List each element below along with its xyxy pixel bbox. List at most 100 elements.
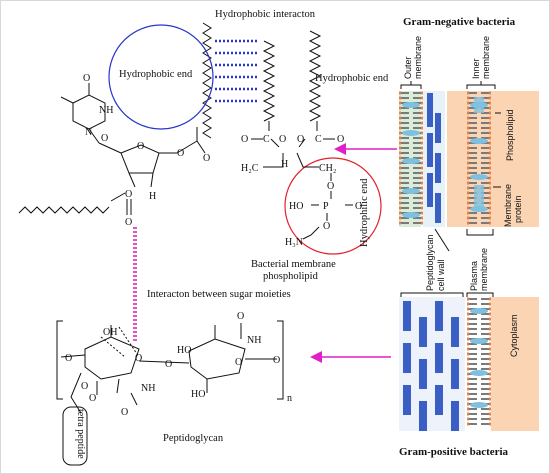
lipid-head — [467, 422, 469, 426]
lipid-head — [467, 387, 469, 391]
lipid-head — [489, 216, 491, 220]
membrane-protein — [470, 308, 488, 314]
lipid-head — [467, 372, 469, 376]
pg-hydroxyl-3: HO — [191, 389, 205, 400]
lipid-head — [399, 171, 401, 175]
cytoplasm-bg — [491, 297, 539, 431]
ester-oxygen-3: O — [297, 134, 304, 145]
lipid-head — [467, 181, 469, 185]
lipid-head — [399, 201, 401, 205]
tetra-peptide-label: tetra peptide — [75, 409, 86, 459]
lipid-head — [489, 322, 491, 326]
lipid-head — [489, 377, 491, 381]
wall-block — [419, 359, 427, 389]
lipid-head — [421, 96, 423, 100]
periplasm-space — [423, 91, 445, 227]
lipid-head — [489, 146, 491, 150]
lipid-head — [489, 111, 491, 115]
wall-block — [419, 317, 427, 347]
lipid-head — [421, 196, 423, 200]
lipid-head — [489, 422, 491, 426]
sugar-ester-oxygen: O — [177, 148, 184, 159]
lipid-head — [467, 312, 469, 316]
lipid-head — [489, 397, 491, 401]
lipid-head — [489, 96, 491, 100]
lipid-head — [467, 337, 469, 341]
lipid-head — [467, 412, 469, 416]
membrane-protein — [470, 402, 488, 408]
lipid-head — [421, 101, 423, 105]
lipid-head — [399, 116, 401, 120]
lipid-head — [467, 327, 469, 331]
inner-membrane-bilayer — [467, 91, 491, 225]
periplasm-bg — [447, 91, 539, 227]
wall-block — [403, 301, 411, 331]
lipid-head — [489, 382, 491, 386]
pg-ring-oxygen-1: O — [135, 353, 142, 364]
lipid-head — [489, 191, 491, 195]
lipid-head — [467, 417, 469, 421]
lipid-head — [489, 206, 491, 210]
lipid-head — [399, 96, 401, 100]
lipid-head — [467, 297, 469, 301]
lipid-head — [489, 297, 491, 301]
sugar-ring-oxygen: O — [137, 141, 144, 152]
lipid-head — [421, 186, 423, 190]
ester-oxygen-1: O — [241, 134, 248, 145]
outer-membrane-bilayer — [399, 91, 423, 225]
lipid-head — [467, 141, 469, 145]
phosphorus-atom: P — [323, 201, 329, 212]
lipid-head — [467, 362, 469, 366]
sugar-interaction-label: Interacton between sugar moieties — [147, 289, 291, 300]
lipid-head — [467, 101, 469, 105]
lipid-head — [421, 141, 423, 145]
lipid-head — [489, 347, 491, 351]
lipid-head — [467, 146, 469, 150]
lipid-head — [467, 196, 469, 200]
wall-block — [419, 401, 427, 431]
lipid-head — [489, 201, 491, 205]
lipid-head — [399, 206, 401, 210]
sugar-ester-oxo: O — [203, 153, 210, 164]
brackets-middle — [400, 228, 494, 297]
lipid-head — [421, 181, 423, 185]
gram-negative-membrane — [399, 91, 539, 227]
pg-glycoside-o-mid: O — [165, 359, 172, 370]
membrane-protein — [470, 206, 488, 212]
lipid-head — [467, 156, 469, 160]
lipid-head — [467, 317, 469, 321]
phosphate-oxygen-ester: O — [327, 181, 334, 192]
lipid-head — [399, 191, 401, 195]
lipid-head — [399, 211, 401, 215]
lipid-head — [489, 402, 491, 406]
lipid-head — [399, 121, 401, 125]
lipid-head — [467, 307, 469, 311]
lipid-head — [467, 392, 469, 396]
lipid-head — [399, 131, 401, 135]
gram-negative-title: Gram-negative bacteria — [403, 16, 516, 28]
lipid-head — [421, 136, 423, 140]
wall-block — [403, 343, 411, 373]
pg-nh-2: NH — [247, 335, 261, 346]
acyl-oxo: O — [125, 217, 132, 228]
lipid-head — [489, 151, 491, 155]
membrane-protein — [470, 370, 488, 376]
lipid-head — [399, 181, 401, 185]
acyl-ester-oxygen: O — [125, 189, 132, 200]
lipid-head — [421, 131, 423, 135]
nucleoside-structure — [60, 83, 206, 215]
thymine-oxo-top: O — [83, 73, 90, 84]
lipid-head — [421, 121, 423, 125]
lipid-head — [421, 176, 423, 180]
wall-block — [451, 359, 459, 389]
wall-segment — [435, 193, 441, 223]
ester-oxygen-4: O — [337, 134, 344, 145]
lipid-head — [421, 111, 423, 115]
membrane-protein — [474, 185, 484, 207]
lipid-head — [489, 161, 491, 165]
lipid-head — [399, 146, 401, 150]
lipid-head — [399, 136, 401, 140]
lipid-head — [467, 121, 469, 125]
lipid-head — [489, 196, 491, 200]
